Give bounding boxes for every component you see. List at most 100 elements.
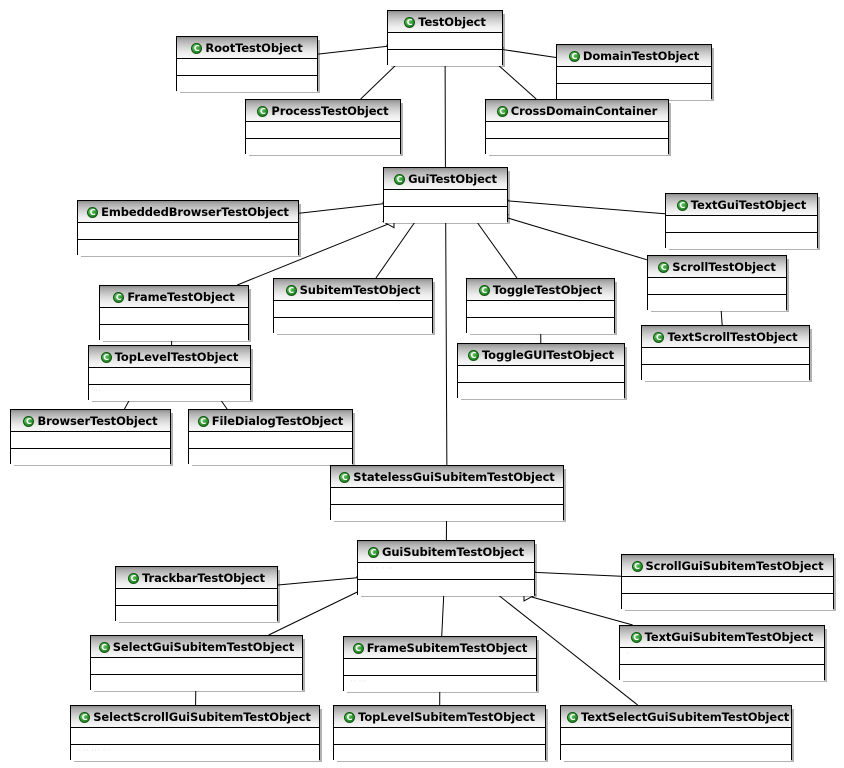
class-header-StatelessGuiSubitemTestObject: StatelessGuiSubitemTestObject (331, 466, 563, 488)
class-header-ScrollGuiSubitemTestObject: ScrollGuiSubitemTestObject (622, 555, 833, 577)
class-operations-compartment (78, 240, 298, 256)
class-icon (367, 547, 379, 558)
class-operations-compartment (274, 318, 432, 334)
class-icon (113, 292, 125, 303)
class-box-DomainTestObject[interactable]: DomainTestObject (556, 44, 712, 100)
class-box-ScrollGuiSubitemTestObject[interactable]: ScrollGuiSubitemTestObject (621, 554, 834, 610)
class-icon (339, 472, 351, 483)
class-icon (98, 642, 110, 653)
class-header-TestObject: TestObject (388, 11, 502, 33)
class-box-FrameTestObject[interactable]: FrameTestObject (99, 285, 249, 341)
class-header-FileDialogTestObject: FileDialogTestObject (189, 410, 352, 432)
class-header-DomainTestObject: DomainTestObject (557, 45, 711, 67)
class-box-TestObject[interactable]: TestObject (387, 10, 503, 66)
class-operations-compartment (334, 745, 545, 761)
class-attributes-compartment (561, 728, 791, 745)
class-attributes-compartment (648, 278, 786, 295)
class-header-TextGuiSubitemTestObject: TextGuiSubitemTestObject (620, 626, 824, 648)
class-box-TextScrollTestObject[interactable]: TextScrollTestObject (641, 325, 810, 381)
class-box-BrowserTestObject[interactable]: BrowserTestObject (10, 409, 171, 465)
class-name-label: ProcessTestObject (271, 104, 389, 118)
class-header-ProcessTestObject: ProcessTestObject (246, 100, 400, 122)
class-header-GuiSubitemTestObject: GuiSubitemTestObject (358, 541, 534, 563)
class-box-EmbeddedBrowserTestObject[interactable]: EmbeddedBrowserTestObject (77, 200, 299, 256)
class-header-EmbeddedBrowserTestObject: EmbeddedBrowserTestObject (78, 201, 298, 223)
class-box-TrackbarTestObject[interactable]: TrackbarTestObject (115, 566, 278, 622)
class-header-FrameTestObject: FrameTestObject (100, 286, 248, 308)
class-name-label: TextScrollTestObject (667, 330, 798, 344)
class-attributes-compartment (458, 366, 624, 383)
class-icon (404, 17, 416, 28)
class-attributes-compartment (274, 301, 432, 318)
class-box-RootTestObject[interactable]: RootTestObject (176, 36, 318, 92)
class-box-SelectGuiSubitemTestObject[interactable]: SelectGuiSubitemTestObject (90, 635, 303, 691)
class-name-label: TopLevelTestObject (114, 350, 239, 364)
class-box-SelectScrollGuiSubitemTestObject[interactable]: SelectScrollGuiSubitemTestObject· ·· ···… (70, 705, 320, 761)
class-header-ToggleTestObject: ToggleTestObject (467, 279, 614, 301)
class-attributes-compartment: · (620, 648, 824, 665)
class-operations-compartment (557, 84, 711, 100)
class-icon (285, 285, 297, 296)
class-icon (630, 632, 642, 643)
class-operations-compartment (467, 318, 614, 334)
class-operations-compartment (648, 295, 786, 311)
generalization-line (277, 576, 369, 586)
class-icon (128, 573, 140, 584)
generalization-line (298, 202, 395, 214)
class-operations-compartment (622, 594, 833, 610)
class-icon (100, 352, 112, 363)
class-box-GuiTestObject[interactable]: GuiTestObject (383, 167, 508, 223)
class-name-label: DomainTestObject (582, 49, 700, 63)
class-attributes-compartment (486, 122, 668, 139)
class-operations-compartment (384, 207, 507, 223)
class-box-ToggleTestObject[interactable]: ToggleTestObject (466, 278, 615, 334)
class-box-TextGuiTestObject[interactable]: TextGuiTestObject (665, 193, 818, 249)
class-header-TextScrollTestObject: TextScrollTestObject (642, 326, 809, 348)
class-icon (23, 416, 35, 427)
class-attributes-compartment (557, 67, 711, 84)
class-name-label: BrowserTestObject (37, 414, 158, 428)
class-icon (344, 712, 356, 723)
class-attributes-compartment (177, 59, 317, 76)
class-header-GuiTestObject: GuiTestObject (384, 168, 507, 190)
class-name-label: ToggleGUITestObject (481, 348, 615, 362)
class-box-SubitemTestObject[interactable]: SubitemTestObject (273, 278, 433, 334)
class-icon (658, 262, 670, 273)
class-box-TopLevelTestObject[interactable]: TopLevelTestObject·· (88, 345, 251, 401)
class-box-CrossDomainContainer[interactable]: CrossDomainContainer (485, 99, 669, 155)
class-name-label: SubitemTestObject (299, 283, 421, 297)
class-box-FrameSubitemTestObject[interactable]: FrameSubitemTestObject·· ··· (343, 636, 537, 692)
class-name-label: GuiSubitemTestObject (381, 545, 524, 559)
generalization-line (496, 199, 666, 215)
class-name-label: RootTestObject (205, 41, 303, 55)
class-icon (257, 106, 269, 117)
class-attributes-compartment (666, 216, 817, 233)
class-box-ProcessTestObject[interactable]: ProcessTestObject (245, 99, 401, 155)
class-name-label: GuiTestObject (408, 172, 497, 186)
class-box-TopLevelSubitemTestObject[interactable]: TopLevelSubitemTestObject (333, 705, 546, 761)
class-icon (567, 712, 578, 723)
class-name-label: ToggleTestObject (492, 283, 603, 297)
class-operations-compartment (358, 580, 534, 596)
class-box-TextGuiSubitemTestObject[interactable]: TextGuiSubitemTestObject· (619, 625, 825, 681)
class-box-GuiSubitemTestObject[interactable]: GuiSubitemTestObject· · · · ·· (357, 540, 535, 596)
class-operations-compartment (91, 675, 302, 691)
class-icon (394, 174, 406, 185)
class-box-StatelessGuiSubitemTestObject[interactable]: StatelessGuiSubitemTestObject (330, 465, 564, 521)
class-name-label: ScrollGuiSubitemTestObject (645, 559, 824, 573)
class-box-FileDialogTestObject[interactable]: FileDialogTestObject (188, 409, 353, 465)
class-attributes-compartment (116, 589, 277, 606)
class-attributes-compartment (344, 659, 536, 676)
class-icon (631, 561, 643, 572)
class-name-label: CrossDomainContainer (510, 104, 658, 118)
class-name-label: SelectScrollGuiSubitemTestObject (93, 710, 311, 724)
class-header-ScrollTestObject: ScrollTestObject (648, 256, 786, 278)
class-box-ToggleGUITestObject[interactable]: ToggleGUITestObject (457, 343, 625, 399)
class-header-TrackbarTestObject: TrackbarTestObject (116, 567, 277, 589)
class-box-TextSelectGuiSubitemTestObject[interactable]: TextSelectGuiSubitemTestObject (560, 705, 792, 761)
class-header-ToggleGUITestObject: ToggleGUITestObject (458, 344, 624, 366)
class-box-ScrollTestObject[interactable]: ScrollTestObject (647, 255, 787, 311)
class-header-TextGuiTestObject: TextGuiTestObject (666, 194, 817, 216)
class-attributes-compartment (622, 577, 833, 594)
class-attributes-compartment (78, 223, 298, 240)
